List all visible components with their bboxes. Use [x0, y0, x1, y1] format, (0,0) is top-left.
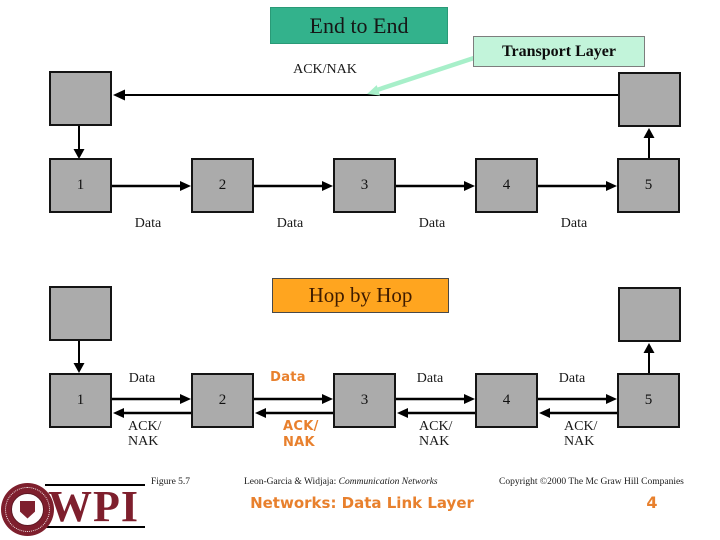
hop-by-hop-title: Hop by Hop: [272, 278, 449, 313]
nak-line: NAK: [419, 434, 450, 449]
seal-inner: [11, 493, 44, 526]
nak-line: NAK: [564, 434, 595, 449]
e2e-data-label-2: Data: [276, 216, 304, 231]
hop-acknak-label-2-highlighted: ACK/ NAK: [283, 419, 337, 451]
transport-callout-arrowhead: [367, 85, 381, 96]
wpi-logo-letters: WPI: [48, 482, 139, 531]
node-box-e2e-4: 4: [475, 158, 538, 213]
host-box-mid-left: [49, 286, 112, 341]
credit-book-title: Communication Networks: [338, 477, 438, 487]
row2-ack-arrowhead: [539, 408, 550, 418]
row2-ack-arrowhead: [397, 408, 408, 418]
logo-overline: [45, 484, 145, 486]
mid-left-down-arrowhead: [73, 363, 85, 373]
end-to-end-acknak-label: ACK/NAK: [293, 62, 357, 77]
node-box-hop-5: 5: [617, 373, 680, 428]
e2e-data-label-4: Data: [560, 216, 588, 231]
top-left-down-arrowhead: [73, 149, 85, 159]
row2-ack-arrowhead: [255, 408, 266, 418]
slide-page-number: 4: [646, 493, 658, 512]
node-box-hop-4: 4: [475, 373, 538, 428]
row2-data-arrowhead: [464, 394, 475, 404]
hop-data-label-4: Data: [558, 371, 586, 386]
hop-acknak-label-4: ACK/ NAK: [564, 419, 618, 449]
top-right-up-arrowhead: [643, 128, 655, 138]
seal-shield-icon: [20, 500, 35, 519]
row1-data-arrowhead: [606, 181, 617, 191]
transport-layer-callout: Transport Layer: [473, 36, 645, 67]
wpi-seal-icon: [1, 483, 54, 536]
logo-underline: [45, 526, 145, 528]
node-box-e2e-1: 1: [49, 158, 112, 213]
node-box-e2e-3: 3: [333, 158, 396, 213]
transport-callout-arrow-line: [376, 54, 478, 93]
seal-ring: [5, 487, 50, 532]
ack-line: ACK/: [419, 419, 453, 434]
node-box-hop-2: 2: [191, 373, 254, 428]
end-to-end-ack-arrowhead-left: [113, 89, 125, 101]
hop-data-label-2-highlighted: Data: [270, 370, 306, 385]
node-box-e2e-5: 5: [617, 158, 680, 213]
row1-data-arrowhead: [464, 181, 475, 191]
ack-line: ACK/: [283, 419, 319, 434]
row1-data-arrowhead: [322, 181, 333, 191]
row2-data-arrowhead: [180, 394, 191, 404]
hop-data-label-1: Data: [128, 371, 156, 386]
row1-data-arrowhead: [180, 181, 191, 191]
course-title: Networks: Data Link Layer: [250, 494, 474, 512]
row2-data-arrowhead: [606, 394, 617, 404]
mid-right-up-arrowhead: [643, 343, 655, 353]
e2e-data-label-3: Data: [418, 216, 446, 231]
ack-line: ACK/: [128, 419, 162, 434]
e2e-data-label-1: Data: [134, 216, 162, 231]
end-to-end-title: End to End: [270, 7, 448, 44]
hop-data-label-3: Data: [416, 371, 444, 386]
copyright-text: Copyright ©2000 The Mc Graw Hill Compani…: [499, 477, 684, 487]
host-box-top-right: [618, 72, 681, 127]
hop-acknak-label-1: ACK/ NAK: [128, 419, 182, 449]
book-credit: Leon-Garcia & Widjaja: Communication Net…: [244, 477, 438, 487]
node-box-hop-3: 3: [333, 373, 396, 428]
node-box-hop-1: 1: [49, 373, 112, 428]
nak-line: NAK: [128, 434, 159, 449]
node-box-e2e-2: 2: [191, 158, 254, 213]
hop-acknak-label-3: ACK/ NAK: [419, 419, 473, 449]
host-box-mid-right: [618, 287, 681, 342]
figure-caption: Figure 5.7: [151, 477, 191, 487]
host-box-top-left: [49, 71, 112, 126]
ack-line: ACK/: [564, 419, 598, 434]
nak-line: NAK: [283, 435, 315, 450]
credit-authors: Leon-Garcia & Widjaja:: [244, 477, 339, 487]
row2-ack-arrowhead: [113, 408, 124, 418]
row2-data-arrowhead: [322, 394, 333, 404]
